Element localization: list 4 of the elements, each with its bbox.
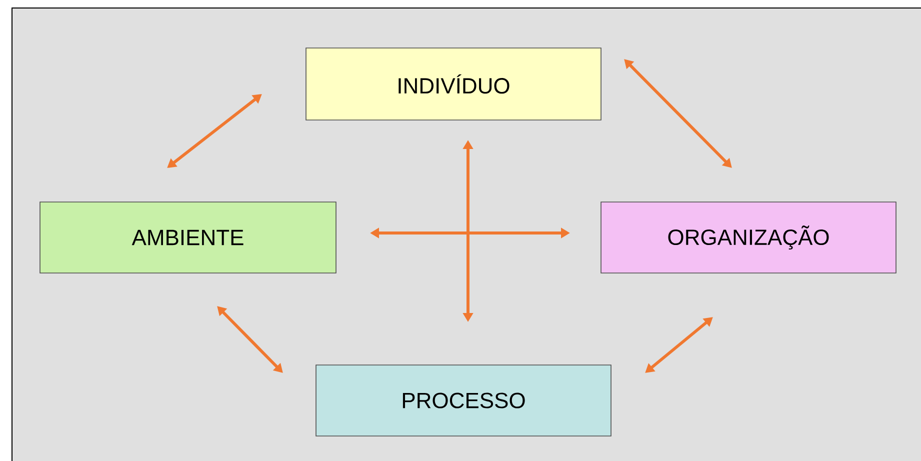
process-box: AMBIENTE [40,202,336,274]
process-box: ORGANIZAÇÃO [600,202,896,274]
process-box: PROCESSO [316,364,612,436]
process-box: INDIVÍDUO [306,48,602,120]
